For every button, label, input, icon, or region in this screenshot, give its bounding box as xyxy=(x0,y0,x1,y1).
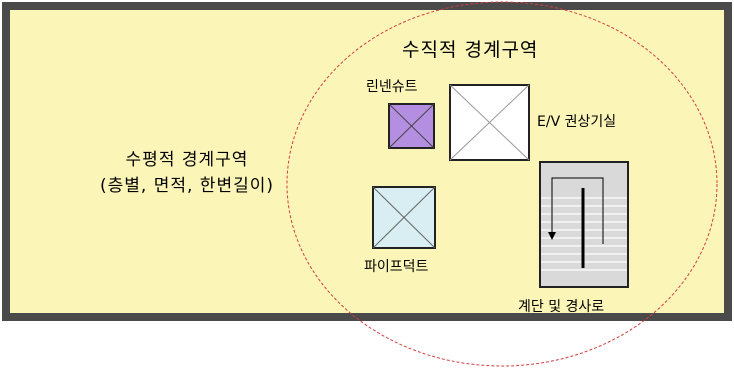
stairs-ramp-label: 계단 및 경사로 xyxy=(518,299,605,315)
pipe-duct-box xyxy=(372,186,436,249)
elevator-shaft-box xyxy=(449,84,530,161)
linen-chute-label: 린넨슈트 xyxy=(366,79,418,95)
horizontal-zone-label: 수평적 경계구역 (층별, 면적, 한변길이) xyxy=(52,147,322,199)
horizontal-zone-label-line1: 수평적 경계구역 xyxy=(125,150,249,170)
stairs-ramp-box xyxy=(539,161,629,288)
vertical-zone-circle xyxy=(286,1,718,367)
elevator-shaft-label: E/V 권상기실 xyxy=(537,114,617,130)
linen-chute-box xyxy=(388,103,435,149)
pipe-duct-label: 파이프덕트 xyxy=(364,259,429,275)
horizontal-zone-label-line2: (층별, 면적, 한변길이) xyxy=(100,176,274,196)
vertical-zone-label: 수직적 경계구역 xyxy=(402,39,539,61)
